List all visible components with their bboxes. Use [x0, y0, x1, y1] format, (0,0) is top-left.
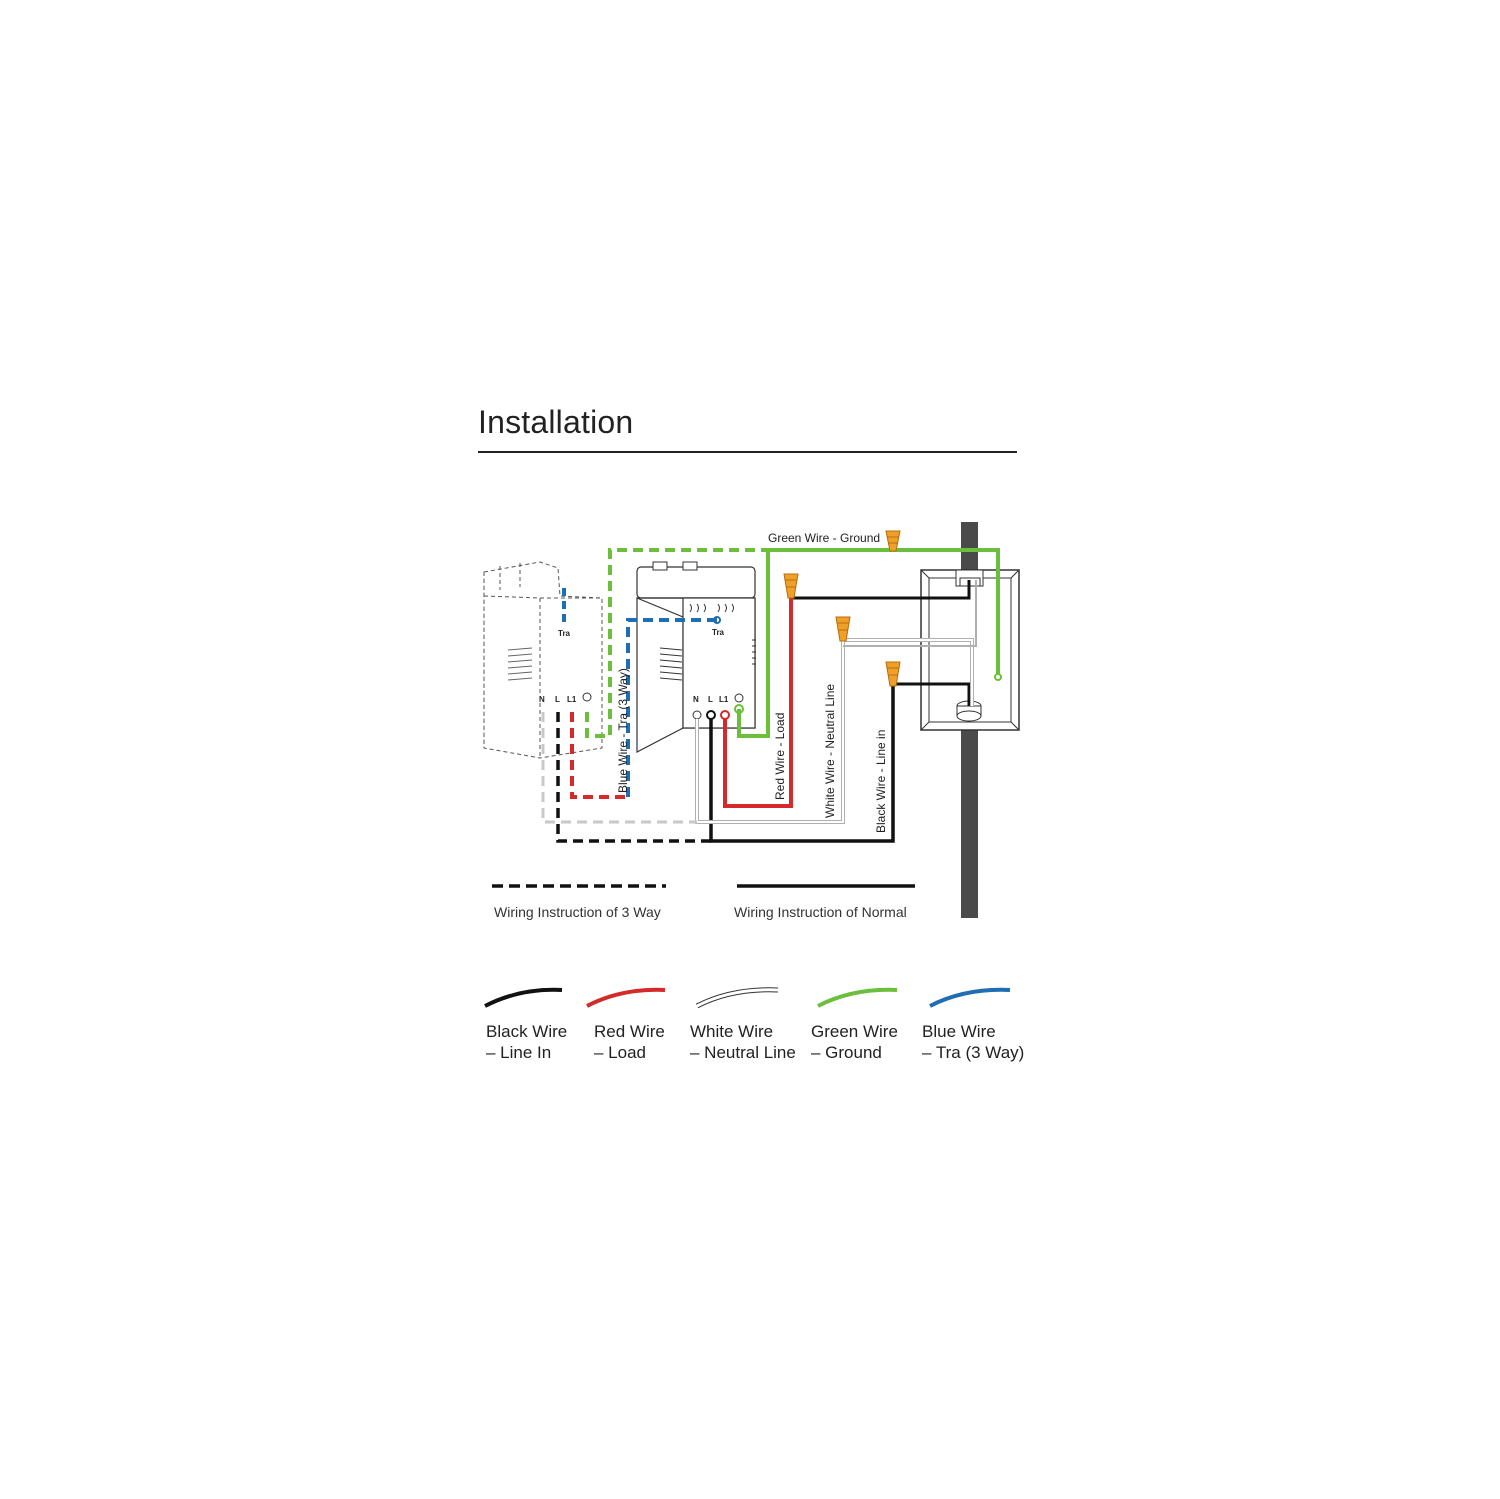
black-box-wire	[791, 580, 971, 600]
green-ground-wire-3way	[585, 548, 768, 738]
tra-wire-label: Blue Wire - Tra (3 Way)	[616, 668, 630, 793]
wire-key-blue-line2: – Tra (3 Way)	[922, 1043, 1024, 1062]
wire-key-green: Green Wire – Ground	[811, 987, 898, 1062]
three-way-terminal-label-tra: Tra	[558, 629, 571, 638]
terminal-label-tra: Tra	[712, 628, 725, 637]
wire-key-green-line2: – Ground	[811, 1043, 882, 1062]
wire-key-black-line2: – Line In	[486, 1043, 551, 1062]
wire-key-red-line2: – Load	[594, 1043, 646, 1062]
black-line-in-wire-3way	[556, 712, 711, 843]
ground-symbol	[734, 693, 744, 703]
wire-key-red-line1: Red Wire	[594, 1022, 665, 1041]
wire-key-blue-line1: Blue Wire	[922, 1022, 996, 1041]
three-way-switch-outline	[483, 561, 603, 759]
page-title: Installation	[478, 404, 634, 440]
wire-key-white: White Wire – Neutral Line	[690, 987, 796, 1062]
wire-key-white-line1: White Wire	[690, 1022, 773, 1041]
wire-key-white-line2: – Neutral Line	[690, 1043, 796, 1062]
wire-connector-white	[835, 616, 851, 642]
wire-connector-ground	[885, 530, 901, 552]
normal-legend-label: Wiring Instruction of Normal	[734, 904, 907, 920]
wire-key-black-line1: Black Wire	[486, 1022, 567, 1041]
white-neutral-wire-box	[843, 580, 977, 647]
terminal-label-l: L	[708, 695, 713, 704]
red-load-wire	[723, 598, 793, 808]
load-wire-label: Red Wire - Load	[773, 713, 787, 800]
blue-tra-wire	[626, 618, 717, 797]
black-line-in-wire	[709, 680, 895, 843]
wire-connector-black	[783, 573, 799, 599]
three-way-terminal-label-n: N	[539, 695, 545, 704]
title-divider	[478, 451, 1017, 453]
black-fixture-wire	[893, 682, 971, 706]
three-way-terminal-label-l: L	[555, 695, 560, 704]
wire-key-green-line1: Green Wire	[811, 1022, 898, 1041]
three-way-legend-label: Wiring Instruction of 3 Way	[494, 904, 661, 920]
wire-key-blue: Blue Wire – Tra (3 Way)	[922, 987, 1024, 1062]
neutral-wire-label: White Wire - Neutral Line	[823, 684, 837, 818]
terminal-label-l1: L1	[719, 695, 729, 704]
line-in-wire-label: Black Wire - Line in	[874, 730, 888, 833]
red-load-wire-3way	[570, 712, 628, 799]
white-neutral-wire-3way	[541, 712, 697, 824]
three-way-terminal-label-l1: L1	[567, 695, 577, 704]
wire-connector-line-in	[885, 661, 901, 687]
white-neutral-wire-inner	[696, 639, 973, 823]
green-ground-wire	[737, 548, 1000, 738]
wire-key-black: Black Wire – Line In	[484, 987, 567, 1062]
three-way-switch-vents	[507, 647, 533, 681]
terminal-label-n: N	[693, 695, 699, 704]
wire-key-red: Red Wire – Load	[586, 987, 666, 1062]
ground-wire-label: Green Wire - Ground	[768, 531, 880, 545]
three-way-ground-symbol	[582, 692, 592, 702]
